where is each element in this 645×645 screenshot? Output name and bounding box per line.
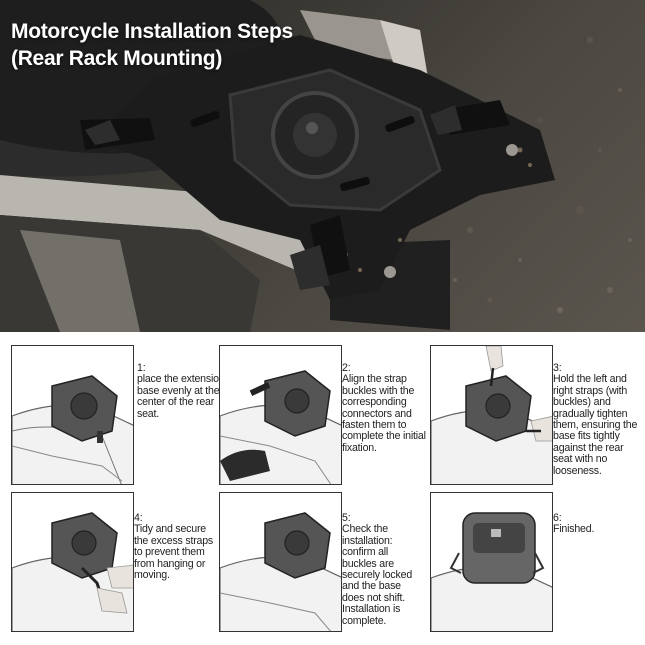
- step-2-image: [219, 345, 342, 485]
- step-1-illustration: [12, 375, 133, 484]
- step-5-illustration: [220, 512, 341, 631]
- hero-title: Motorcycle Installation Steps (Rear Rack…: [11, 18, 293, 72]
- step-1-text: 1: place the extension base evenly at th…: [137, 362, 227, 420]
- step-4-number: 4:: [134, 512, 143, 524]
- step-2-text: 2: Align the strap buckles with the corr…: [342, 362, 428, 454]
- hero-title-line1: Motorcycle Installation Steps: [11, 20, 293, 43]
- step-3-number: 3:: [553, 362, 562, 374]
- step-3-description: Hold the left and right straps (with buc…: [553, 373, 638, 477]
- step-5-number: 5:: [342, 512, 351, 524]
- step-6-illustration: [431, 512, 552, 631]
- step-2-number: 2:: [342, 362, 351, 374]
- step-2-description: Align the strap buckles with the corresp…: [342, 373, 426, 454]
- step-6-description: Finished.: [553, 523, 595, 536]
- hero-title-line2: (Rear Rack Mounting): [11, 47, 223, 70]
- step-1-number: 1:: [137, 362, 146, 374]
- hero-photo: Motorcycle Installation Steps (Rear Rack…: [0, 0, 645, 332]
- step-1-description: place the extension base evenly at the c…: [137, 373, 225, 420]
- hero-illustration: [0, 0, 632, 332]
- step-6-text: 6: Finished.: [553, 512, 643, 536]
- step-6-number: 6:: [553, 512, 562, 524]
- step-3-image: [430, 345, 553, 485]
- step-3-text: 3: Hold the left and right straps (with …: [553, 362, 644, 477]
- step-1-image: [11, 345, 134, 485]
- step-4-text: 4: Tidy and secure the excess straps to …: [134, 512, 220, 582]
- step-5-image: [219, 492, 342, 632]
- step-2-illustration: [220, 370, 341, 484]
- step-5-text: 5: Check the installation: confirm all b…: [342, 512, 424, 627]
- step-4-image: [11, 492, 134, 632]
- step-6-image: [430, 492, 553, 632]
- step-4-description: Tidy and secure the excess straps to pre…: [134, 523, 214, 582]
- step-5-description: Check the installation: confirm all buck…: [342, 523, 413, 627]
- step-3-illustration: [431, 346, 552, 484]
- step-4-illustration: [12, 512, 133, 631]
